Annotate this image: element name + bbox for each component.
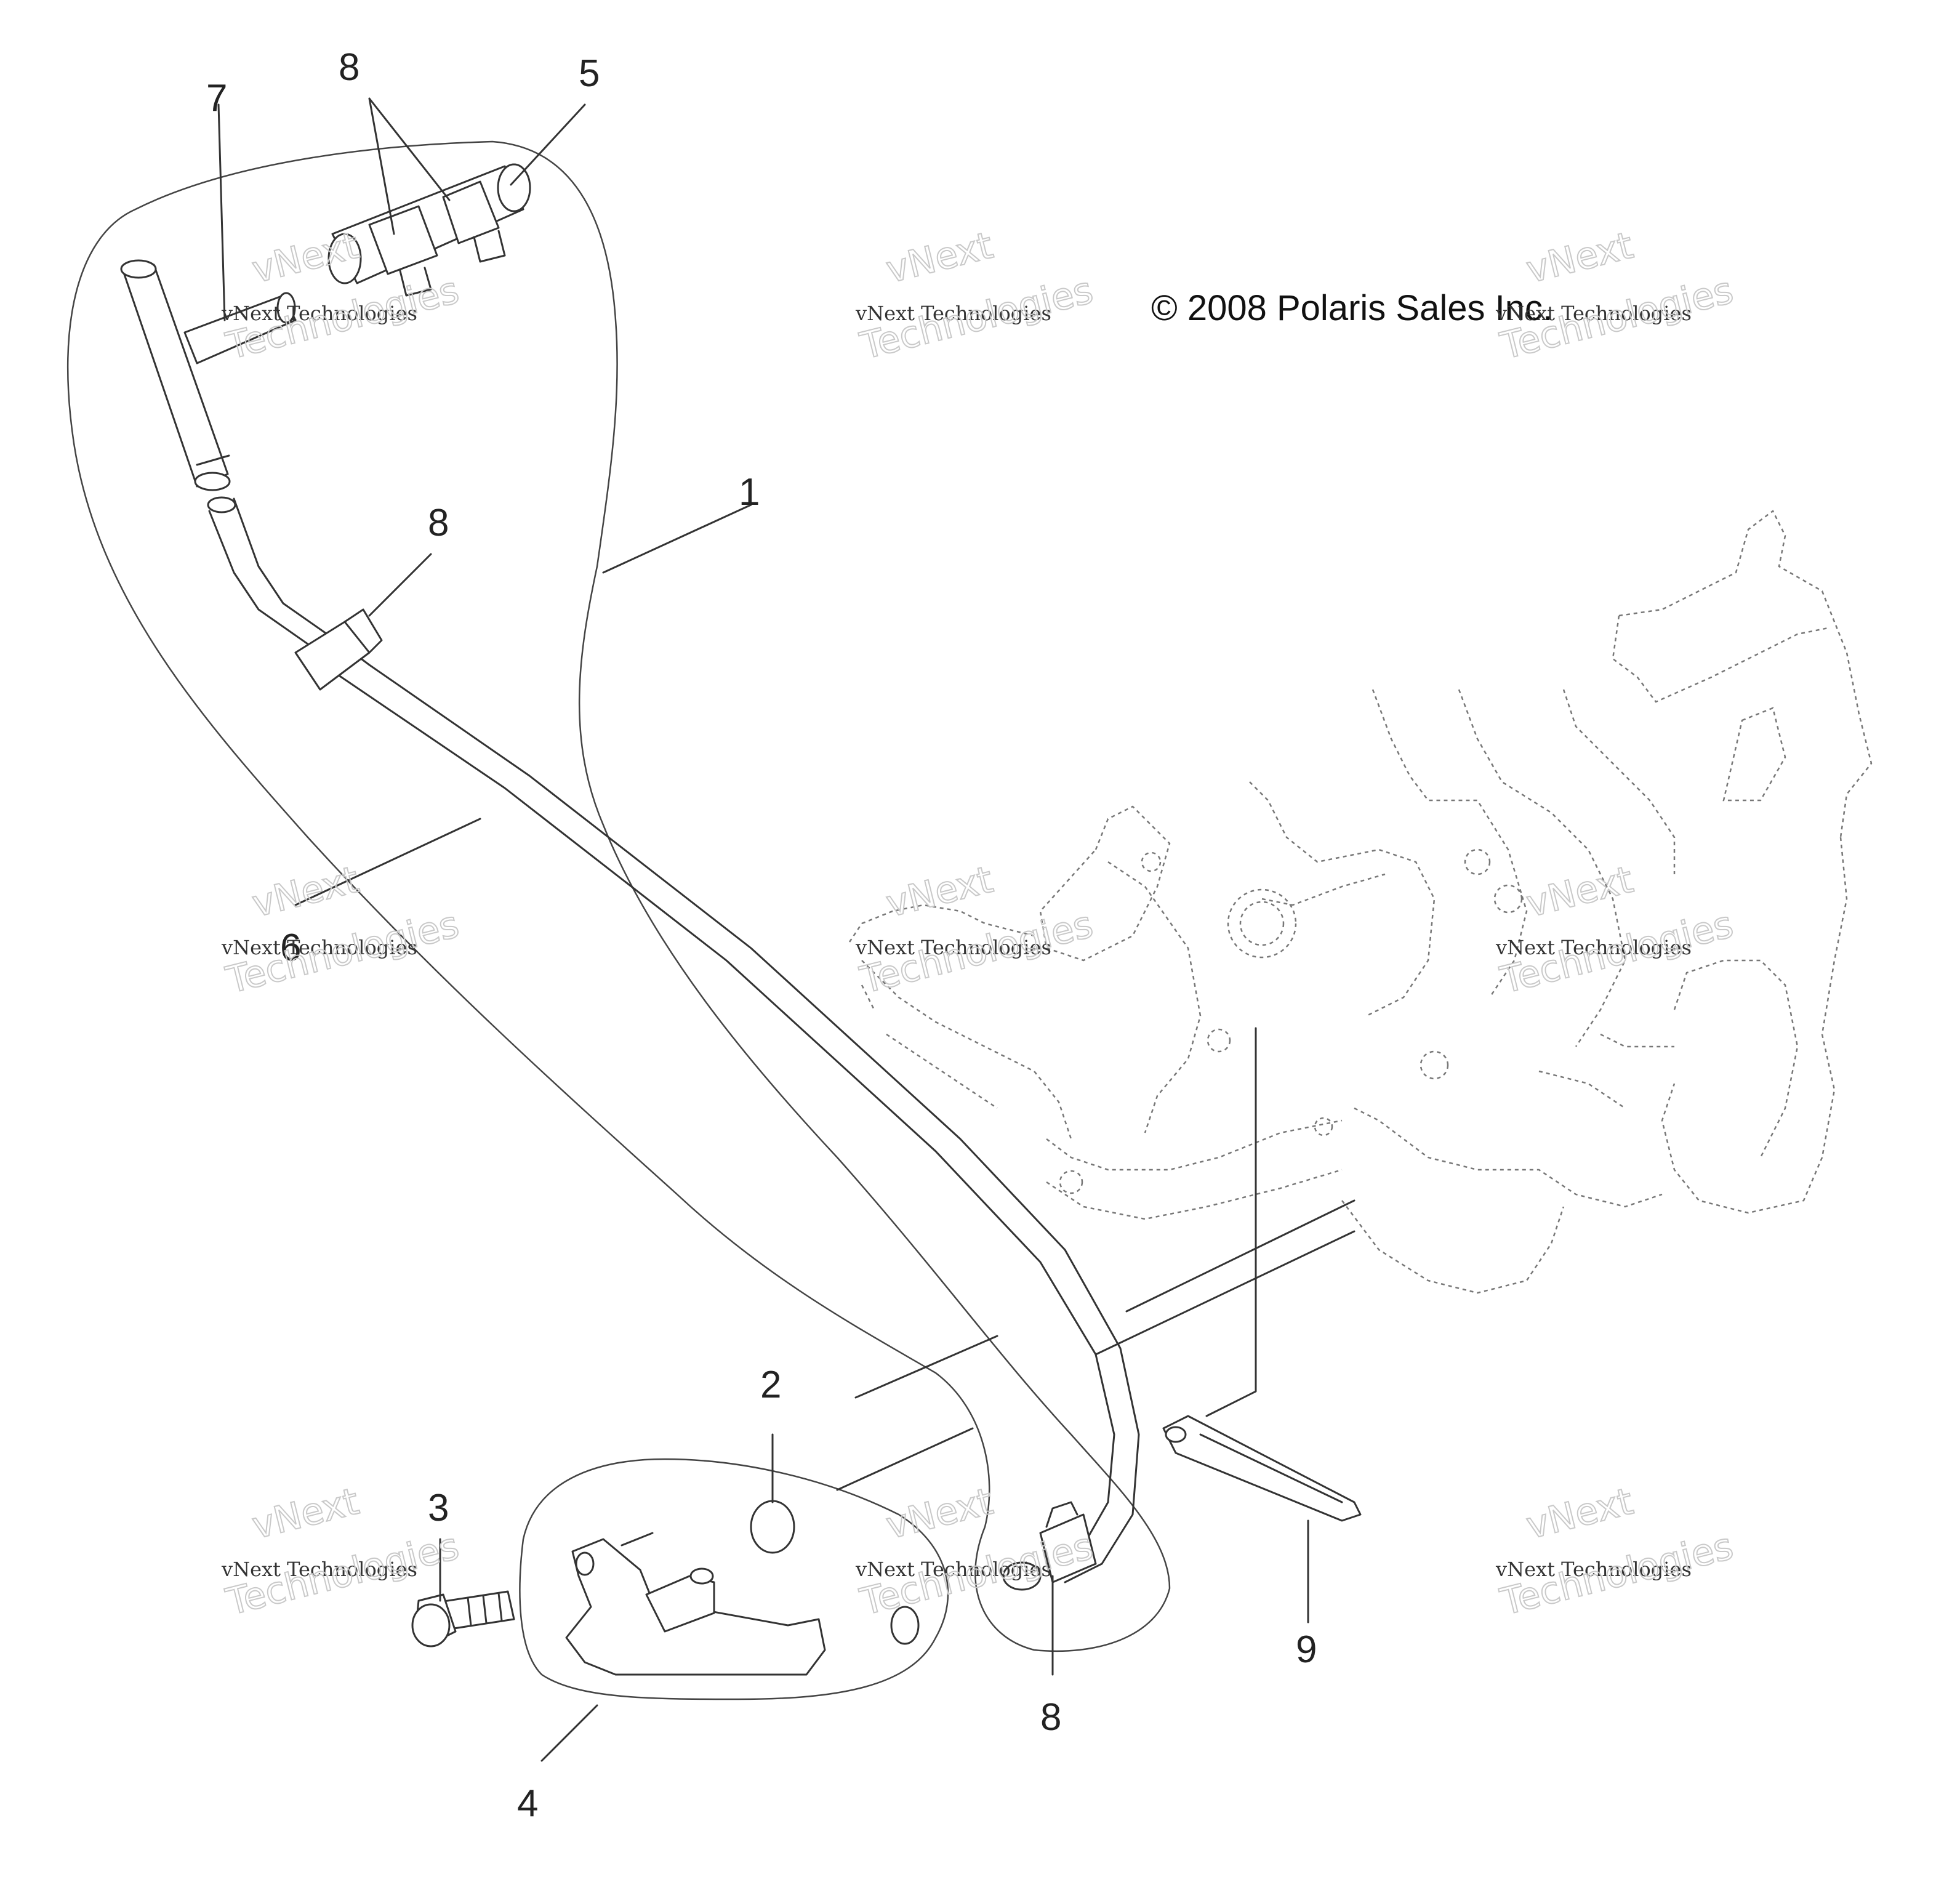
watermark-line-1: vNext (248, 858, 363, 926)
watermark-line-1: vNext (882, 1480, 997, 1548)
watermark-line-2: vNext Technologies (1495, 302, 1692, 325)
watermark-line-1: vNext (1522, 224, 1637, 292)
watermark-line-2: vNext Technologies (221, 936, 417, 959)
callout-4: 4 (517, 1782, 538, 1825)
watermark-line-1: vNext (882, 224, 997, 292)
callout-1: 1 (739, 471, 760, 513)
watermark-line-1: vNext (1522, 858, 1637, 926)
strap-9 (1162, 1415, 1362, 1522)
watermark-line-2: vNext Technologies (855, 1558, 1051, 1581)
bolt-3 (411, 1590, 515, 1648)
callout-3: 3 (428, 1487, 449, 1529)
hose-6 (207, 496, 1140, 1583)
callout-5: 5 (579, 52, 600, 95)
callout-labels: 1 2 3 4 5 6 7 8 8 8 9 (206, 46, 1317, 1825)
bracket-4 (519, 1458, 949, 1700)
copyright-notice: © 2008 Polaris Sales Inc. (1151, 288, 1552, 328)
callout-9: 9 (1296, 1628, 1317, 1671)
grommet-2 (750, 1500, 795, 1554)
reference-lines (836, 1027, 1356, 1491)
hose-clamp-upper (294, 608, 383, 691)
callout-8-bottom: 8 (1040, 1696, 1061, 1739)
tee-fitting-7 (120, 259, 297, 491)
watermark: vNext vNext Technologies Technologies (855, 858, 1098, 1003)
watermark: vNext vNext Technologies Technologies (1495, 858, 1738, 1003)
callout-8-top: 8 (339, 46, 359, 89)
watermark-line-2: vNext Technologies (1495, 936, 1692, 959)
watermark: vNext vNext Technologies Technologies (1495, 1479, 1738, 1625)
watermark-line-2: vNext Technologies (1495, 1558, 1692, 1581)
hose-envelope-outline (66, 140, 1171, 1652)
watermark-line-2: vNext Technologies (221, 1558, 417, 1581)
watermark-line-1: vNext (882, 858, 997, 926)
hose-5 (327, 163, 531, 297)
watermark-line-1: vNext (248, 1480, 363, 1548)
leader-lines (217, 97, 1309, 1762)
watermark: vNext vNext Technologies Technologies (1495, 223, 1738, 369)
watermark-line-2: vNext Technologies (855, 302, 1051, 325)
callout-8-middle: 8 (428, 502, 449, 544)
callout-2: 2 (760, 1364, 781, 1406)
watermark: vNext vNext Technologies Technologies (221, 858, 464, 1003)
watermark-line-2: vNext Technologies (221, 302, 417, 325)
watermark-line-1: vNext (1522, 1480, 1637, 1548)
engine-outline (848, 510, 1873, 1294)
watermark-line-2: vNext Technologies (855, 936, 1051, 959)
watermark: vNext vNext Technologies Technologies (855, 1479, 1098, 1625)
hose-clamp-lower (1002, 1501, 1097, 1591)
watermark: vNext vNext Technologies Technologies (855, 223, 1098, 369)
callout-6: 6 (280, 927, 301, 969)
callout-7: 7 (206, 77, 227, 119)
